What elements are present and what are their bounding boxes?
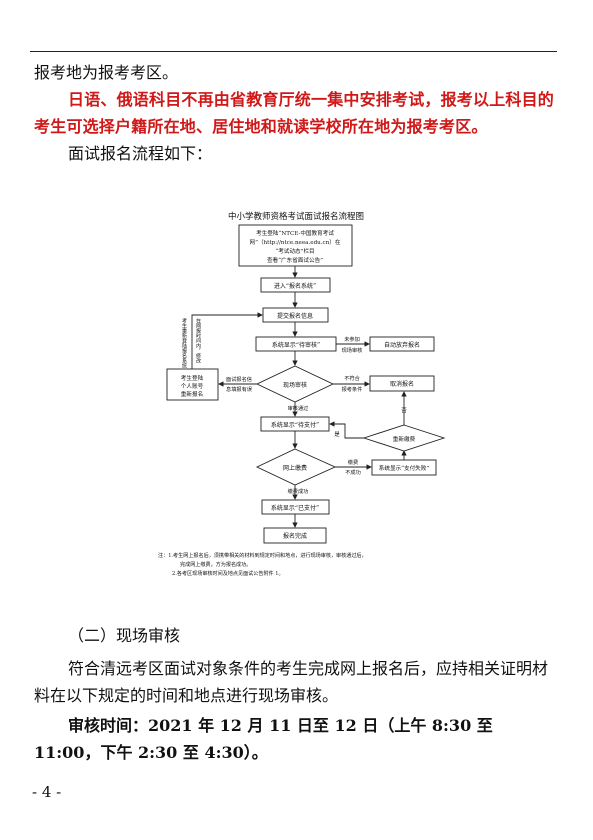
- relogin-label: 考生登陆: [181, 374, 204, 382]
- flow-intro: 面试报名流程如下：: [68, 144, 213, 163]
- paid-box: [261, 499, 330, 515]
- relogin-label: 重新报名: [181, 390, 203, 398]
- review-passed-label: 审核通过: [288, 404, 309, 412]
- start-line: 查看“广东省面试公告”: [267, 256, 323, 264]
- not-qualified-label: 报考条件: [342, 385, 363, 393]
- review-paragraph: 符合清远考区面试对象条件的考生完成网上报名后，应持相关证明材料在以下规定的时间和…: [34, 659, 549, 705]
- start-box: [238, 224, 353, 267]
- red-notice: 日语、俄语科目不再由省教育厅统一集中安排考试，报考以上科目的考生可选择户籍所在地…: [34, 90, 555, 136]
- flowchart-title: 中小学教师资格考试面试报名流程图: [228, 211, 364, 222]
- note-line: 完成网上缴费，方为报名成功。: [180, 561, 251, 568]
- repay-label: 重新缴费: [393, 435, 416, 443]
- not-qualified-label: 不符合: [344, 374, 360, 382]
- enter-system-label: 进入“报名系统”: [274, 282, 316, 290]
- repay-diamond: [362, 424, 446, 452]
- not-attend-label: 现场审核: [342, 346, 363, 354]
- done-label: 报名完成: [283, 532, 307, 540]
- site-review-label: 现场审核: [283, 381, 307, 389]
- pay-failed-label: 不成功: [345, 468, 361, 476]
- relogin-label: 个人账号: [181, 382, 204, 390]
- pending-review-label: 系统显示“待审核”: [272, 341, 320, 349]
- relogin-vertical-label: 考生重新登陆报名系统: [181, 318, 187, 369]
- within-time-label: 在网报时间内，修改: [195, 317, 201, 364]
- note-line: 2.各考区现场审核时间及地点见面试公告附件 1。: [172, 570, 284, 577]
- start-line: “考试动态”栏目: [275, 247, 314, 255]
- no-label: 否: [401, 407, 407, 414]
- paid-label: 系统显示“已支付”: [271, 504, 319, 512]
- start-line: 考生登陆“NTCE-中国教育考试: [256, 229, 334, 237]
- pay-success-label: 缴费成功: [288, 487, 309, 495]
- pay-failed-label: 缴费: [348, 458, 358, 466]
- page-number: - 4 -: [32, 783, 62, 801]
- header-rule: [30, 51, 557, 52]
- info-error-label: 息填报有误: [226, 385, 253, 393]
- info-error-label: 面试报名信: [226, 375, 252, 383]
- submit-info-label: 提交报名信息: [277, 312, 313, 320]
- registration-flowchart: 中小学教师资格考试面试报名流程图 考生登陆“NTCE-中国教育考试 网”（htt…: [158, 211, 446, 577]
- text-line: 报考地为报考考区。: [34, 63, 179, 82]
- section-heading: （二）现场审核: [68, 626, 181, 645]
- rejected-label: 取消报名: [390, 380, 414, 388]
- enter-system-box: [260, 277, 331, 293]
- rejected-box: [369, 375, 435, 392]
- online-pay-label: 网上缴费: [283, 464, 307, 472]
- done-box: [263, 527, 327, 544]
- auto-abandon-box: [369, 336, 435, 352]
- pending-payment-label: 系统显示“待支付”: [271, 421, 319, 429]
- pay-failed-status-label: 系统显示“支付失败”: [379, 464, 430, 472]
- submit-info-box: [262, 307, 329, 323]
- note-line: 注：1.考生网上报名后，须携带相关的材料到规定时间和地点，进行现场审核，审核通过…: [158, 552, 367, 559]
- review-time: 审核时间：2021 年 12 月 11 日至 12 日（上午 8:30 至 11…: [34, 716, 493, 762]
- relogin-box: [166, 368, 219, 401]
- yes-label: 是: [334, 431, 340, 438]
- not-attend-label: 未参加: [344, 335, 360, 343]
- auto-abandon-label: 自动放弃报名: [384, 341, 420, 349]
- start-line: 网”（http://ntce.neea.edu.cn）在: [250, 238, 341, 246]
